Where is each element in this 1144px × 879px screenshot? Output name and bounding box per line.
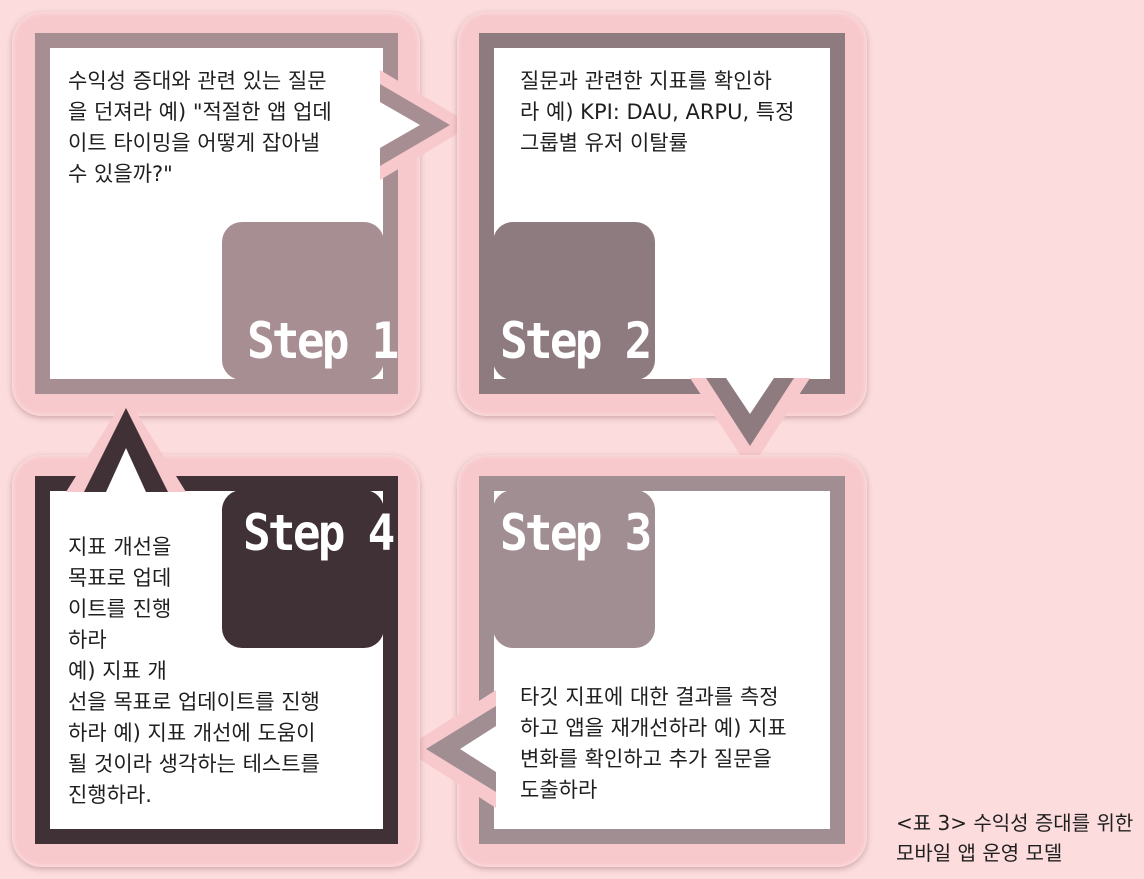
- step-2-line: 질문과 관련한 지표를 확인하: [520, 69, 772, 93]
- step-4-line: 하라: [68, 628, 107, 652]
- step-2-arrow-down: [690, 378, 810, 470]
- step-1-arrow-right: [380, 70, 472, 180]
- caption-line-2: 모바일 앱 운영 모델: [896, 841, 1063, 865]
- step-4-line: 예) 지표 개: [68, 659, 167, 683]
- step-2-line: 라 예) KPI: DAU, ARPU, 특정: [520, 100, 795, 124]
- step-3-line: 도출하라: [520, 778, 598, 802]
- step-1-frame: [35, 33, 398, 394]
- caption-line-1: <표 3> 수익성 증대를 위한: [896, 811, 1134, 835]
- step-3-text: 타깃 지표에 대한 결과를 측정 하고 앱을 재개선하라 예) 지표 변화를 확…: [520, 682, 787, 806]
- step-4-line: 선을 목표로 업데이트를 진행: [68, 690, 320, 714]
- step-2-text: 질문과 관련한 지표를 확인하 라 예) KPI: DAU, ARPU, 특정 …: [520, 66, 794, 159]
- step-3-label-block: [493, 490, 655, 648]
- step-1-line: 을 던져라 예) "적절한 앱 업데: [68, 100, 332, 124]
- step-2-line: 그룹별 유저 이탈률: [520, 131, 688, 155]
- step-4-label-block: [222, 490, 384, 648]
- step-1-line: 수 있을까?": [68, 162, 173, 186]
- step-3-line: 타깃 지표에 대한 결과를 측정: [520, 685, 779, 709]
- step-1-line: 이트 타이밍을 어떻게 잡아낼: [68, 131, 320, 155]
- step-4-line: 진행하라.: [68, 783, 152, 807]
- step-4-line: 목표로 업데: [68, 566, 172, 590]
- step-1-label-block: [222, 222, 384, 380]
- step-1-label: Step 1: [247, 312, 399, 370]
- step-1-text: 수익성 증대와 관련 있는 질문 을 던져라 예) "적절한 앱 업데 이트 타…: [68, 66, 332, 190]
- step-4-text: 지표 개선을 목표로 업데 이트를 진행 하라 예) 지표 개 선을 목표로 업…: [68, 532, 320, 811]
- step-2-label-block: [493, 222, 655, 380]
- step-3-line: 하고 앱을 재개선하라 예) 지표: [520, 716, 787, 740]
- step-4-line: 하라 예) 지표 개선에 도움이: [68, 721, 316, 745]
- step-1-line: 수익성 증대와 관련 있는 질문: [68, 69, 327, 93]
- step-2-label: Step 2: [500, 312, 652, 370]
- step-4-arrow-up: [66, 396, 186, 492]
- step-4-line: 지표 개선을: [68, 535, 172, 559]
- step-4-label: Step 4: [243, 504, 395, 562]
- step-4-line: 이트를 진행: [68, 597, 172, 621]
- step-3-label: Step 3: [500, 504, 652, 562]
- figure-caption: <표 3> 수익성 증대를 위한 모바일 앱 운영 모델: [896, 808, 1133, 868]
- step-4-line: 될 것이라 생각하는 테스트를: [68, 752, 320, 776]
- step-3-arrow-left: [404, 690, 496, 808]
- step-3-line: 변화를 확인하고 추가 질문을: [520, 747, 772, 771]
